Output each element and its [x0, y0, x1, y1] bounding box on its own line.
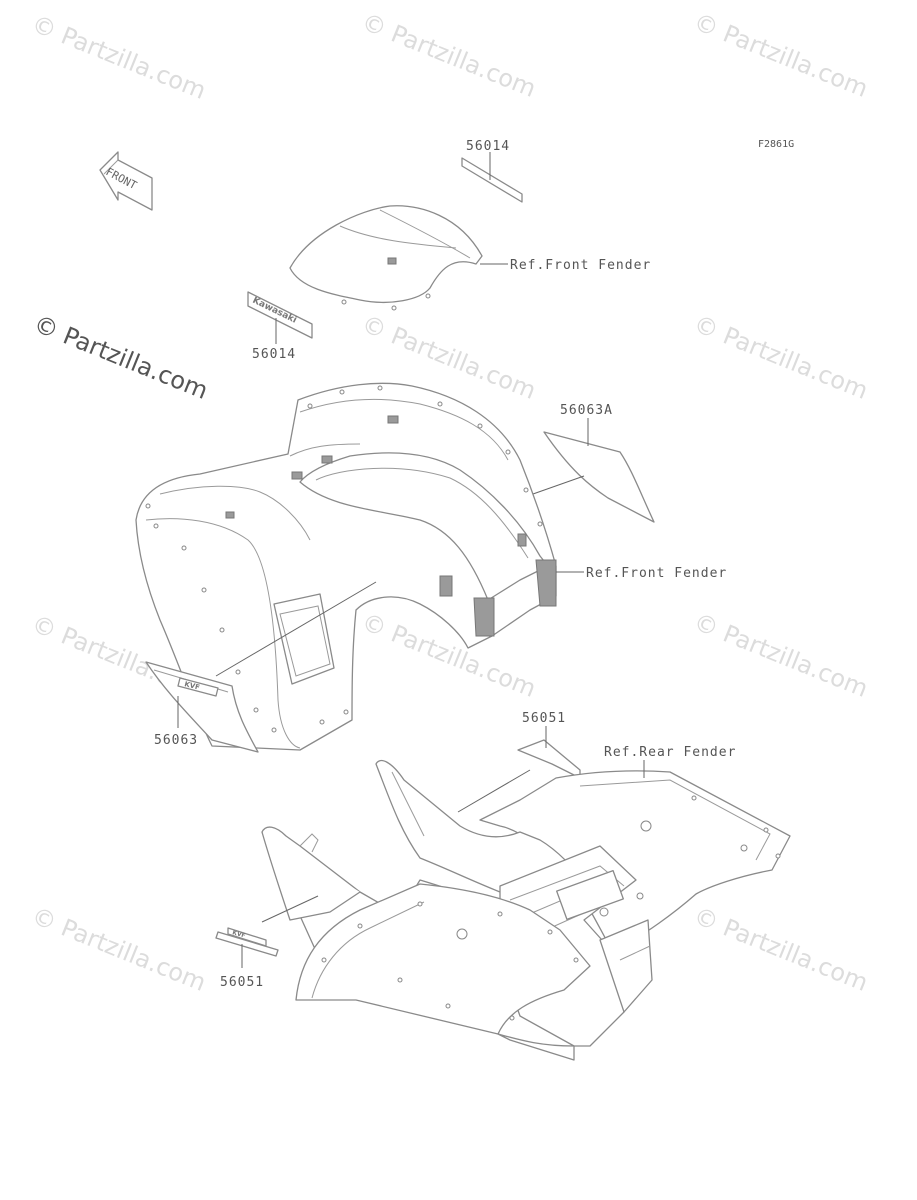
- front-arrow-icon: FRONT: [99, 151, 153, 211]
- label-top-decal: 56014: [466, 139, 510, 154]
- label-right-decal: 56063A: [560, 403, 613, 418]
- label-rear-decal-top: 56051: [522, 711, 566, 726]
- rear-decal-56051-top: 56051: [457, 711, 581, 813]
- rear-decal-badge: KVF: [231, 929, 246, 939]
- watermark: © Partzilla.com: [28, 10, 210, 105]
- watermark: © Partzilla.com: [690, 310, 872, 405]
- rear-decal-56051-bottom: KVF 56051: [215, 895, 319, 990]
- watermark-dark: © Partzilla.com: [30, 310, 212, 405]
- left-decal-badge: KVF: [184, 680, 201, 692]
- label-front-fender-ref-2: Ref.Front Fender: [586, 566, 727, 581]
- label-rear-decal-bottom: 56051: [220, 975, 264, 990]
- left-decal-56063: KVF 56063: [145, 581, 377, 753]
- front-fender-body: Ref.Front Fender: [135, 382, 727, 751]
- watermark: © Partzilla.com: [690, 8, 872, 103]
- watermark: © Partzilla.com: [358, 8, 540, 103]
- watermark: © Partzilla.com: [690, 902, 872, 997]
- watermark: © Partzilla.com: [28, 902, 210, 997]
- label-rear-fender-ref: Ref.Rear Fender: [604, 745, 736, 760]
- figure-code: F2861G: [758, 139, 794, 150]
- label-logo-decal: 56014: [252, 347, 296, 362]
- front-fender-nose: Ref.Front Fender: [289, 205, 651, 311]
- top-decal-56014: 56014: [461, 139, 523, 203]
- label-front-fender-ref: Ref.Front Fender: [510, 258, 651, 273]
- logo-decal-56014: Kawasaki 56014: [247, 291, 313, 362]
- watermark: © Partzilla.com: [690, 608, 872, 703]
- label-left-decal: 56063: [154, 733, 198, 748]
- rear-fender-body: Ref.Rear Fender: [261, 745, 791, 1061]
